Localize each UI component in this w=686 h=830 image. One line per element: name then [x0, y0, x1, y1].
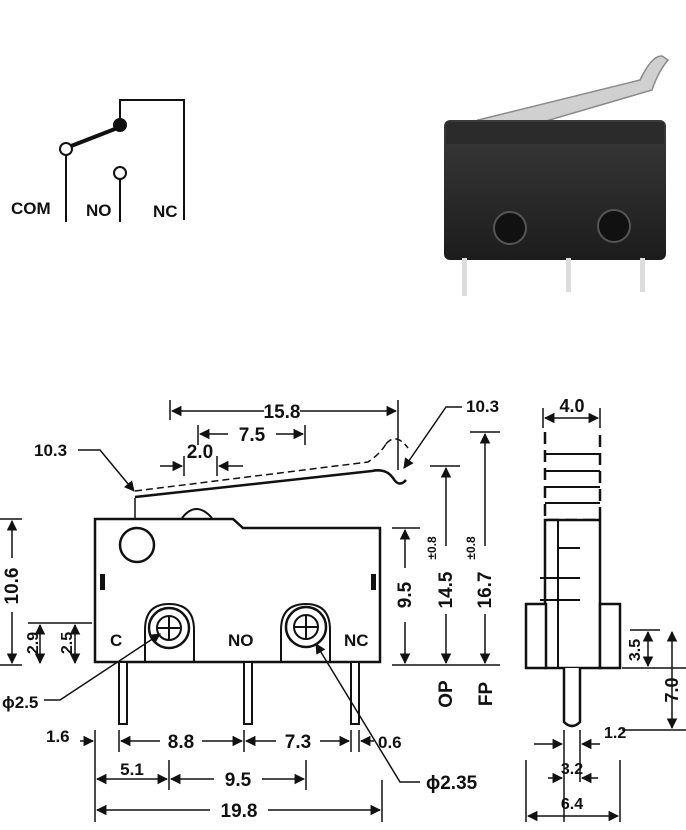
product-photo	[444, 55, 670, 296]
nc-label: NC	[153, 202, 178, 221]
fp-label: FP	[476, 682, 497, 707]
terminal-no-label: NO	[228, 631, 254, 650]
terminal-hole-nc	[280, 602, 331, 662]
roller-gap-dim: 2.0	[187, 442, 213, 463]
no-label: NO	[86, 201, 112, 220]
op-label: OP	[436, 680, 457, 708]
hole-spacing-dim: 9.5	[225, 770, 252, 791]
op-value-dim: 9.5	[395, 581, 416, 608]
side-view: 4.0 3.5 7.0 1.2 3.2 6.4	[524, 396, 686, 822]
side-pin-span-dim: 3.2	[561, 761, 583, 778]
op-fp-dimensions: 9.5 14.5 ±0.8 16.7 ±0.8 OP FP	[392, 431, 500, 708]
lever-offset-dim: 7.5	[239, 425, 266, 446]
fp-tolerance: ±0.8	[464, 536, 478, 560]
com-label: COM	[11, 199, 51, 218]
terminal-nc-label: NC	[344, 631, 369, 650]
side-height-b-dim: 7.0	[662, 677, 682, 702]
lever-length-dim: 15.8	[264, 402, 301, 423]
terminal-c-label: C	[110, 631, 122, 650]
total-width-dim: 19.8	[221, 801, 258, 822]
side-total-width-dim: 6.4	[561, 796, 583, 813]
total-height-dim: 10.6	[2, 568, 23, 605]
lever-angle-right: 10.3	[466, 397, 499, 416]
op-tolerance: ±0.8	[425, 536, 439, 560]
front-view: C NO NC	[93, 438, 409, 725]
left-dimensions: 10.6 2.9 2.5 ϕ2.5	[0, 518, 161, 712]
terminal-height-b-dim: 2.5	[59, 632, 76, 654]
hole-dia-right: ϕ2.35	[426, 773, 478, 794]
hole-dia-left: ϕ2.5	[2, 693, 38, 712]
side-pin-width-dim: 1.2	[604, 725, 626, 742]
lever-angle-left: 10.3	[34, 441, 67, 460]
op-height-dim: 14.5	[436, 571, 457, 608]
hole-offset-dim: 5.1	[120, 760, 144, 779]
pin-spacing-1-dim: 8.8	[168, 732, 194, 753]
top-dimensions: 15.8 7.5 2.0 10.3 10.3	[34, 397, 499, 492]
side-top-width-dim: 4.0	[559, 396, 584, 416]
side-height-a-dim: 3.5	[627, 639, 644, 661]
edge-left-dim: 1.6	[46, 727, 70, 746]
bottom-dimensions: 1.6 8.8 7.3 0.6 5.1 9.5 19.8 ϕ2.35	[46, 643, 478, 822]
edge-right-dim: 0.6	[378, 733, 402, 752]
pin-spacing-2-dim: 7.3	[285, 732, 311, 753]
terminal-height-a-dim: 2.9	[25, 632, 42, 654]
switch-schematic: COM NO NC	[11, 99, 185, 222]
fp-height-dim: 16.7	[475, 572, 496, 609]
